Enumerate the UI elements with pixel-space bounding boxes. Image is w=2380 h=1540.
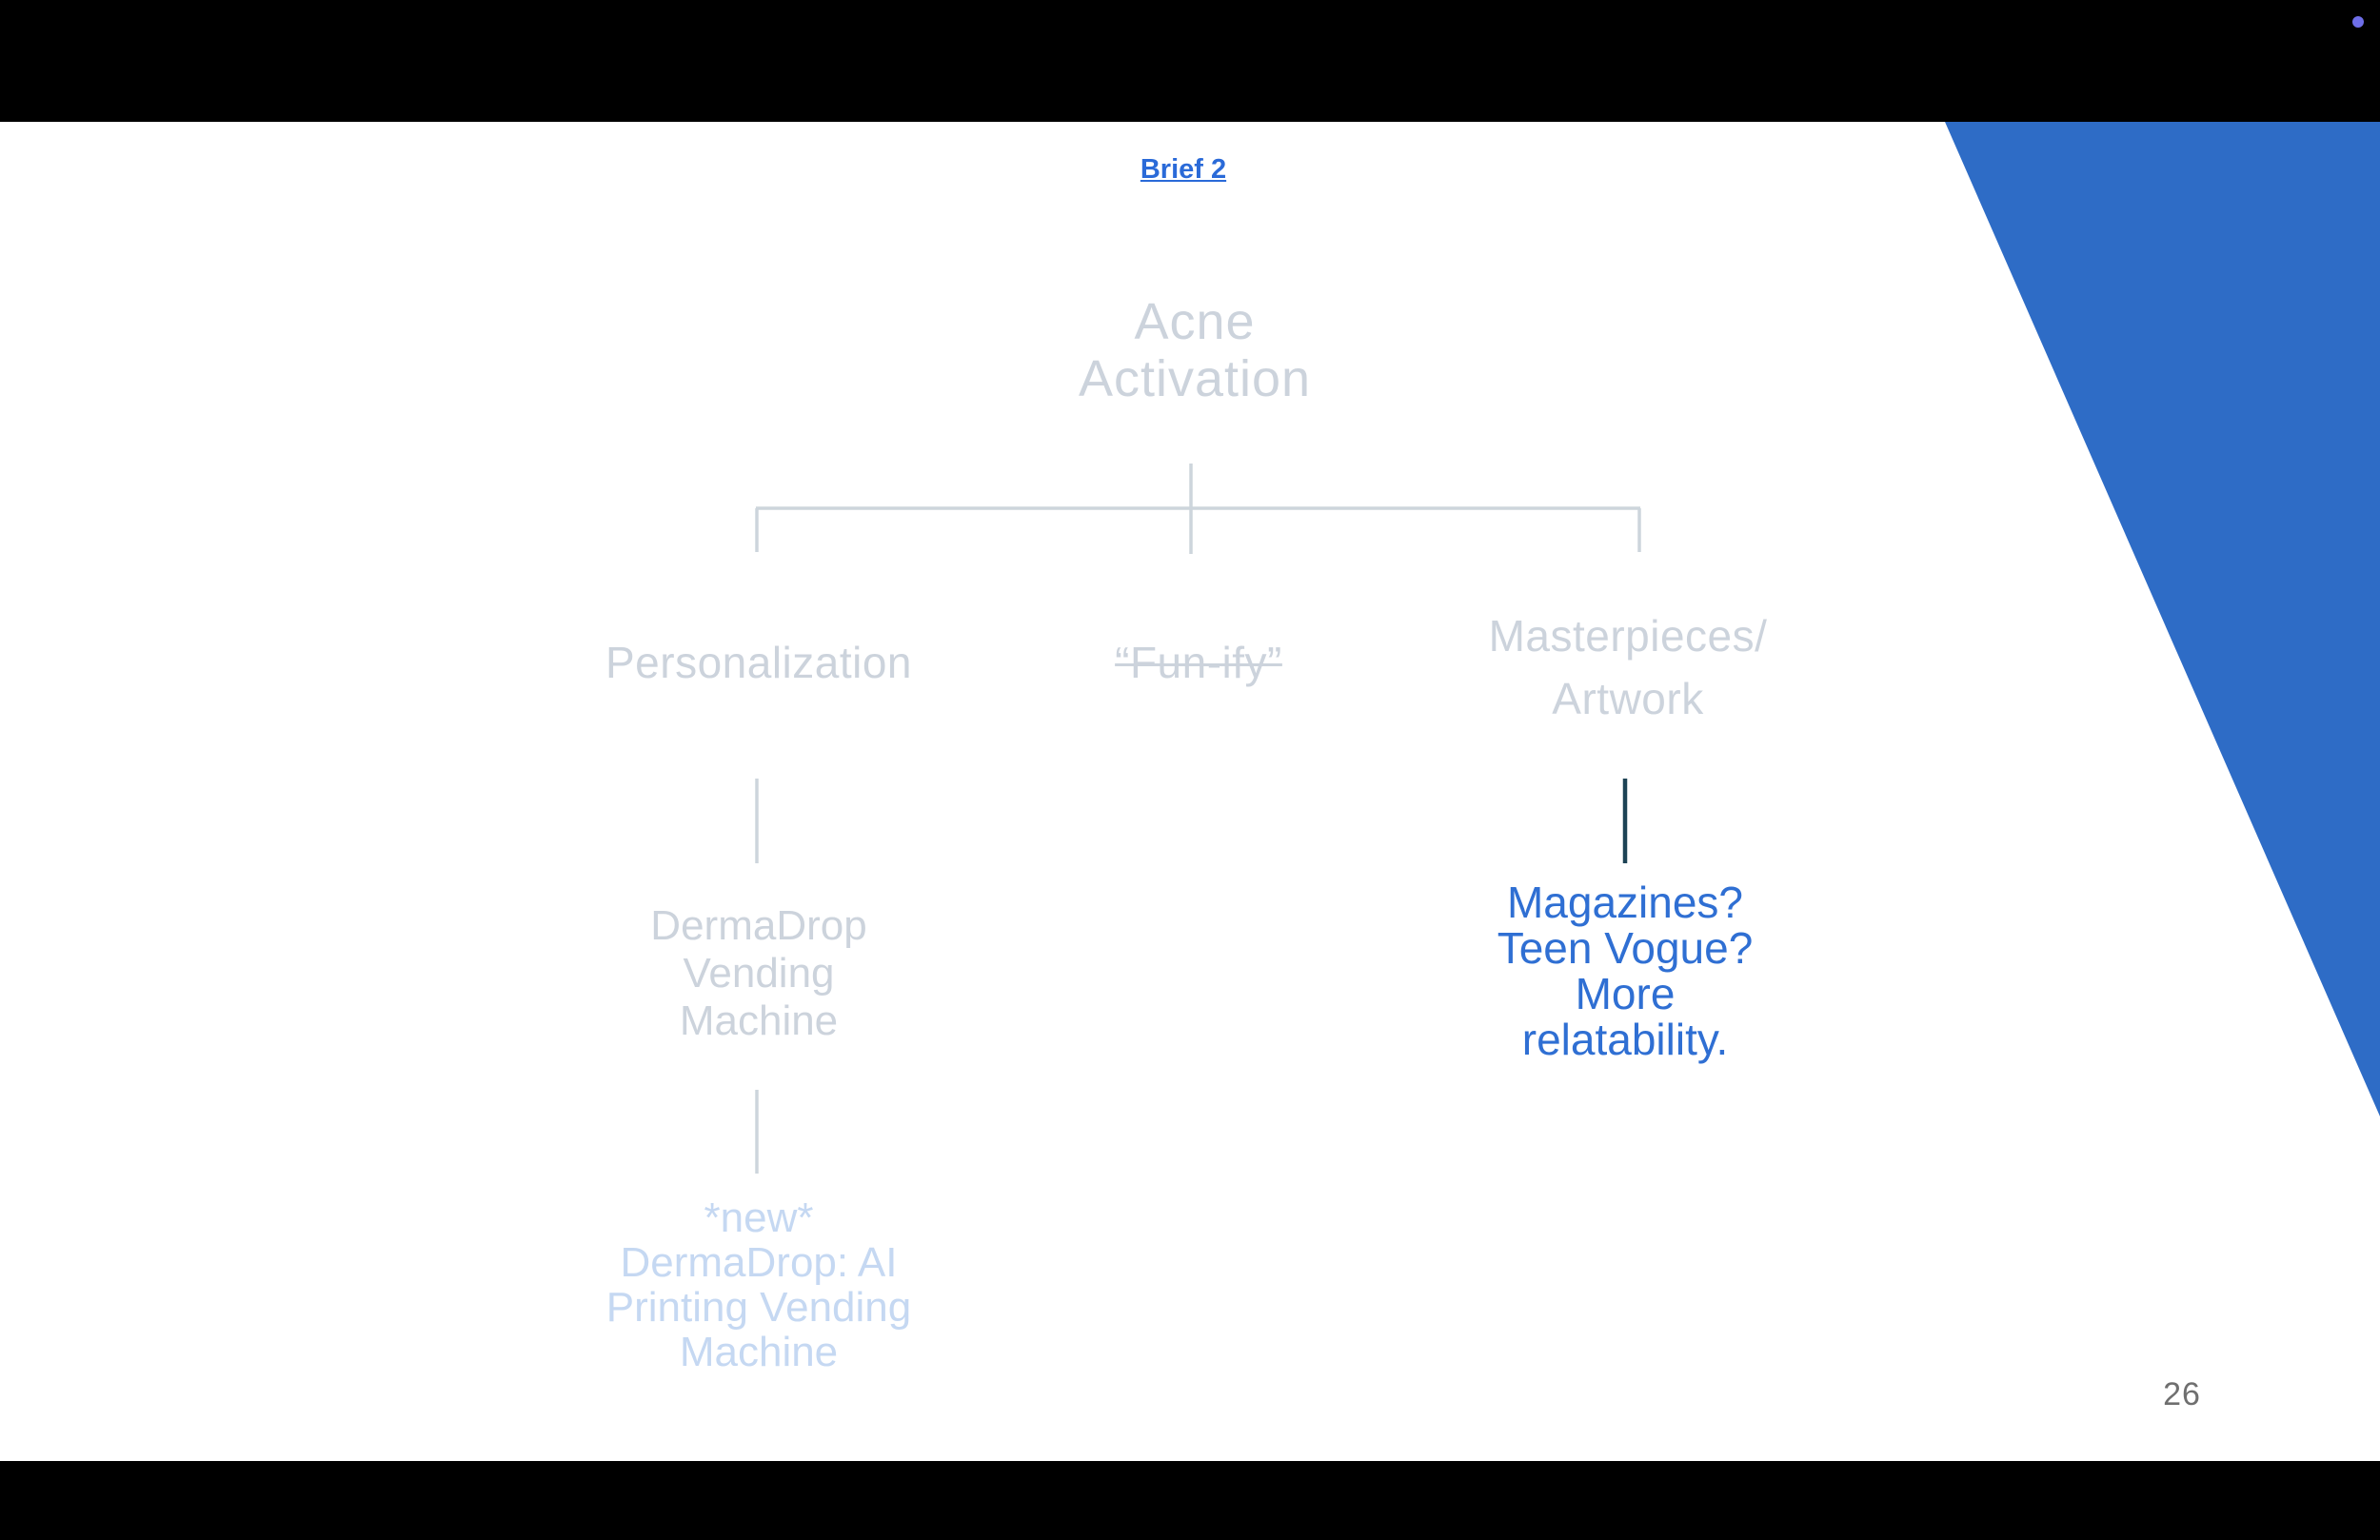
node-new-dermadrop-line: DermaDrop: AI bbox=[620, 1239, 898, 1286]
slide-canvas: Brief 2 Acne Activation Personalization … bbox=[0, 122, 2380, 1461]
node-new-dermadrop-line: *new* bbox=[704, 1194, 814, 1241]
node-dermadrop-line: Vending bbox=[683, 950, 835, 997]
branch-personalization: Personalization bbox=[605, 638, 913, 687]
node-new-dermadrop-line: Printing Vending bbox=[605, 1284, 912, 1331]
top-letterbox-bar bbox=[0, 0, 2380, 122]
branch-masterpieces-line: Masterpieces/ bbox=[1488, 611, 1768, 661]
node-dermadrop-line: Machine bbox=[679, 997, 839, 1044]
slide-title: Acne Activation bbox=[909, 293, 1480, 407]
bottom-letterbox-bar bbox=[0, 1461, 2380, 1540]
node-magazines-line: Magazines? bbox=[1506, 878, 1744, 927]
page-number: 26 bbox=[2163, 1376, 2201, 1412]
slide-graphics bbox=[755, 122, 2380, 1174]
node-dermadrop-vending-machine: DermaDrop Vending Machine bbox=[592, 902, 925, 1045]
node-magazines-line: Teen Vogue? bbox=[1497, 923, 1754, 973]
diagonal-accent-shape bbox=[1945, 122, 2380, 1116]
brief-2-link[interactable]: Brief 2 bbox=[1140, 154, 1227, 185]
node-magazines-line: More bbox=[1575, 969, 1676, 1018]
node-new-dermadrop-line: Machine bbox=[679, 1329, 839, 1375]
title-line: Activation bbox=[1078, 350, 1312, 407]
node-magazines-teen-vogue: Magazines? Teen Vogue? More relatability… bbox=[1449, 879, 1801, 1062]
branch-funify-strikethrough: “Fun-ify” bbox=[1115, 638, 1282, 687]
branch-masterpieces: Masterpieces/ Artwork bbox=[1438, 604, 1818, 730]
node-magazines-line: relatability. bbox=[1521, 1015, 1729, 1064]
purple-dot-icon bbox=[2352, 16, 2364, 28]
branch-masterpieces-line: Artwork bbox=[1552, 674, 1704, 723]
node-dermadrop-line: DermaDrop bbox=[650, 902, 867, 949]
node-new-dermadrop-ai: *new* DermaDrop: AI Printing Vending Mac… bbox=[578, 1195, 940, 1374]
title-line: Acne bbox=[1134, 293, 1256, 350]
